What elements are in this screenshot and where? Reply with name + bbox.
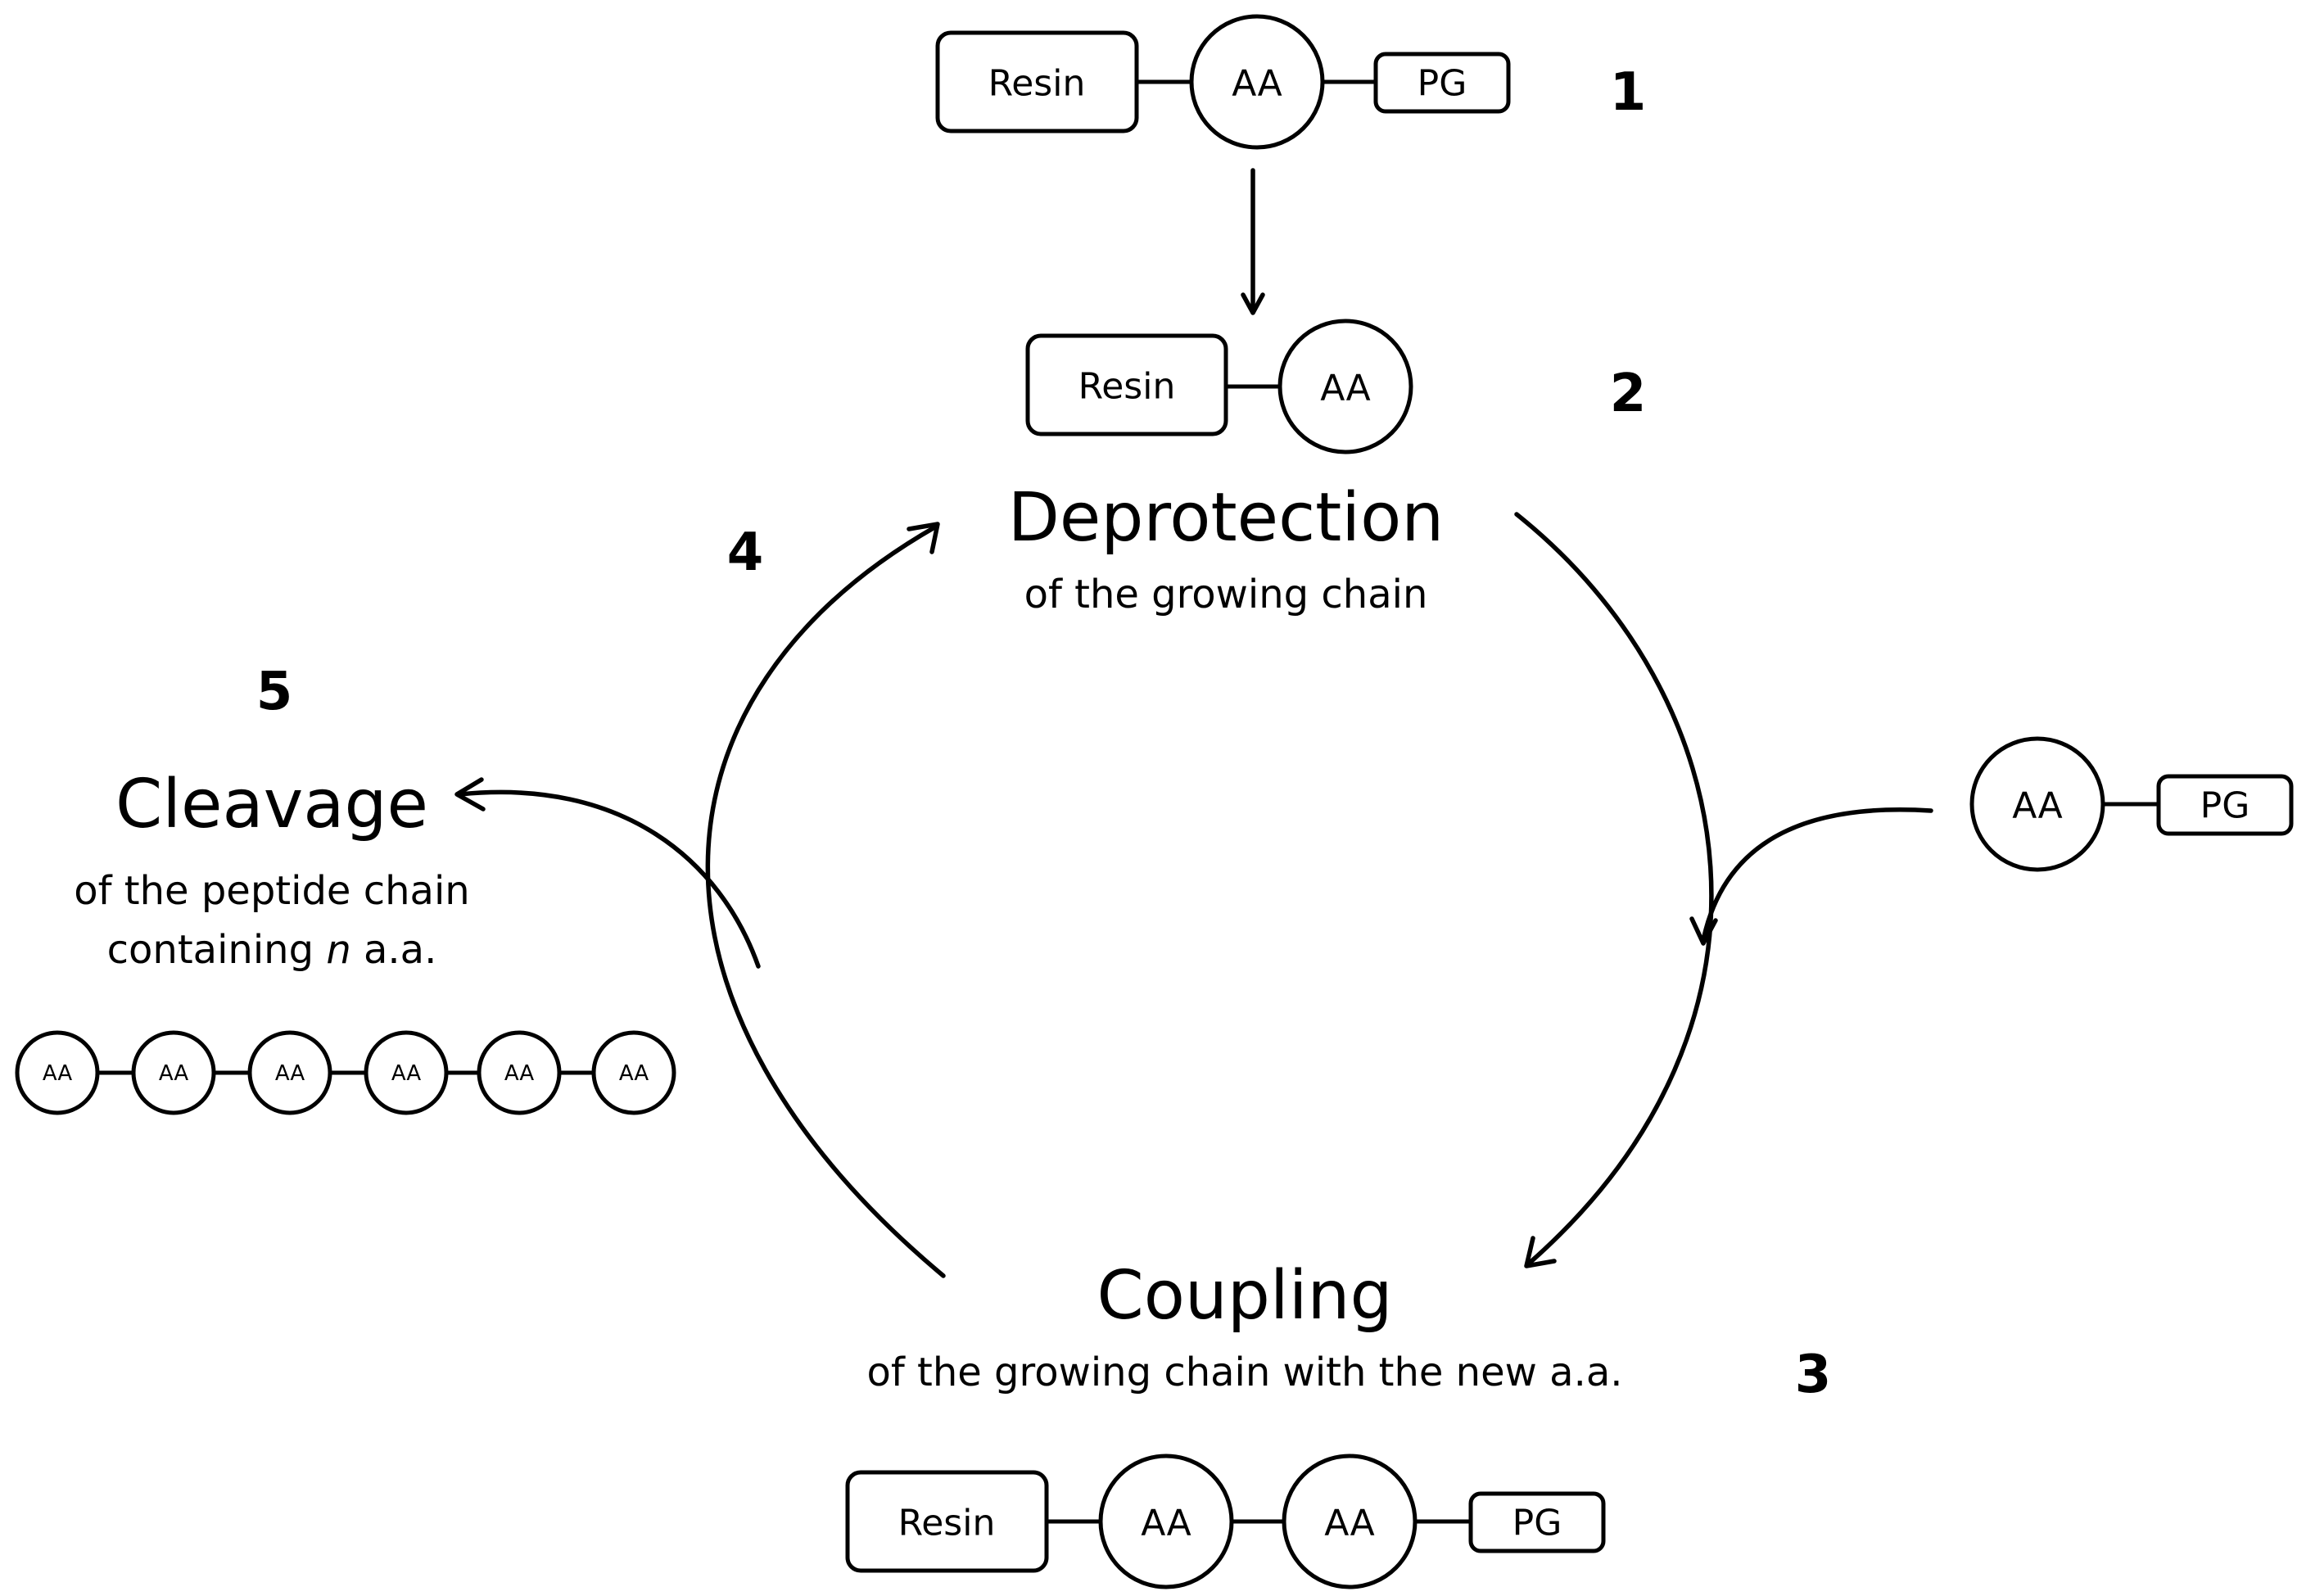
amino-acid-circle: [364, 1030, 449, 1115]
cleavage-subtitle-line2: containing n a.a.: [107, 927, 437, 973]
amino-acid-label: AA: [275, 1061, 305, 1086]
amino-acid-label: AA: [2012, 785, 2062, 827]
arrow-step1-to-step2: [1241, 168, 1265, 315]
amino-acid-label: AA: [159, 1061, 189, 1086]
amino-acid-label: AA: [1232, 63, 1282, 105]
coupling-title: Coupling: [1097, 1257, 1392, 1335]
resin-label: Resin: [1078, 366, 1176, 408]
arrow-deprotection-to-coupling: [1514, 512, 1714, 1268]
cleavage-subtitle-line1: of the peptide chain: [74, 868, 469, 914]
deprotection-subtitle: of the growing chain: [1024, 572, 1428, 617]
resin-box: [845, 1470, 1049, 1573]
amino-acid-circle: [131, 1030, 216, 1115]
step1-resin-aa-pg: Resin AA PG: [935, 14, 1511, 150]
peptide-chain: AA AA AA AA AA AA: [15, 1030, 676, 1115]
amino-acid-circle: [247, 1030, 332, 1115]
new-aa-pg: AA PG: [1969, 736, 2294, 872]
amino-acid-label: AA: [619, 1061, 649, 1086]
cleavage-title: Cleavage: [115, 766, 428, 843]
arrow-coupling-to-deprotection: [705, 522, 946, 1278]
amino-acid-label: AA: [1141, 1503, 1191, 1544]
protecting-group-label: PG: [2200, 785, 2250, 827]
amino-acid-circle: [1282, 1454, 1418, 1589]
protecting-group-box: [2156, 774, 2294, 836]
amino-acid-circle: [1969, 736, 2105, 872]
step-number-4: 4: [727, 522, 764, 583]
resin-label: Resin: [898, 1503, 996, 1544]
arrow-new-amino-acid-in: [1689, 807, 1933, 946]
coupling-subtitle: of the growing chain with the new a.a.: [867, 1350, 1623, 1395]
protecting-group-box: [1468, 1491, 1606, 1553]
amino-acid-circle: [1098, 1454, 1234, 1589]
protecting-group-box: [1373, 52, 1511, 114]
amino-acid-label: AA: [1324, 1503, 1374, 1544]
step-number-5: 5: [256, 662, 293, 722]
amino-acid-label: AA: [43, 1061, 73, 1086]
resin-box: [1025, 333, 1228, 436]
amino-acid-circle: [15, 1030, 100, 1115]
amino-acid-circle: [1277, 319, 1413, 454]
arrow-to-cleavage: [454, 777, 761, 969]
step-number-2: 2: [1610, 364, 1647, 424]
amino-acid-circle: [477, 1030, 562, 1115]
resin-label: Resin: [988, 63, 1086, 105]
amino-acid-circle: [1189, 14, 1325, 150]
deprotection-title: Deprotection: [1008, 479, 1444, 557]
protecting-group-label: PG: [1512, 1503, 1562, 1544]
protecting-group-label: PG: [1418, 63, 1467, 105]
amino-acid-circle: [591, 1030, 676, 1115]
resin-box: [935, 30, 1139, 133]
step-number-3: 3: [1795, 1345, 1832, 1405]
step3-resin-aa-aa-pg: Resin AA AA PG: [845, 1454, 1606, 1589]
step2-resin-aa: Resin AA: [1025, 319, 1413, 454]
amino-acid-label: AA: [504, 1061, 535, 1086]
amino-acid-label: AA: [391, 1061, 422, 1086]
step-number-1: 1: [1610, 62, 1647, 123]
amino-acid-label: AA: [1320, 368, 1370, 409]
